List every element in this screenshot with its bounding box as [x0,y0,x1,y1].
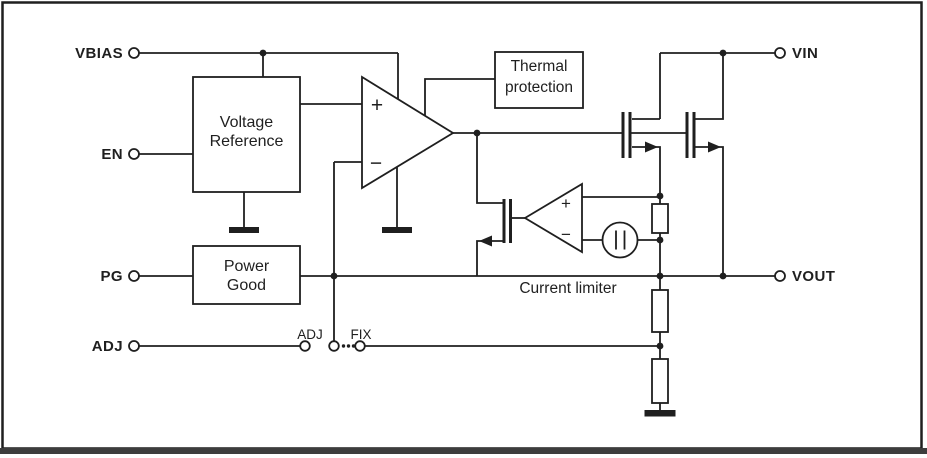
junction-gate-drive [473,129,481,137]
wire-pass-fet-drain [695,53,724,120]
voltage-reference-box [192,76,301,193]
junction-sense-bottom [656,236,664,244]
junction-pg-feedback [330,272,338,280]
adj-fix-selector: ADJ FIX [297,327,372,352]
pass-mosfet-icon [685,112,721,158]
pass-fet-source-arrow-icon [708,141,721,153]
current-limit-mosfet-icon [479,199,512,247]
en-pin-terminal [128,148,140,160]
current-limiter-caption: Current limiter [519,280,616,297]
wire-to-thermal-protection [424,78,495,116]
feedback-resistor-bottom [651,358,669,404]
feedback-resistor-top [651,289,669,333]
pg-pin-terminal [128,270,140,282]
power-good-box [192,245,301,305]
wire-pass-fet-source [695,146,724,276]
feedback-common-terminal [328,340,340,352]
vout-pin-label: VOUT [792,268,835,285]
figure-border [1,1,923,450]
junction-sense-top [656,192,664,200]
fix-option-label: FIX [350,327,371,342]
current-limit-amp-plus-sign: + [561,194,571,213]
vin-pin-terminal [774,47,786,59]
error-amp-plus-sign: + [371,94,383,117]
en-pin-label: EN [101,146,123,163]
current-source-circle [601,221,639,259]
pin-terminals [128,47,786,352]
vbias-pin-label: VBIAS [75,45,123,62]
selector-dot [351,344,356,348]
junction-vout-divider [656,272,664,280]
ground-icon-error-amp [382,227,412,233]
sense-mosfet-icon [621,112,658,158]
wire-sense-fet-source [632,146,661,196]
fix-option-terminal [354,340,366,352]
thermal-protection-box [494,51,584,109]
adj-pin-terminal [128,340,140,352]
selector-dot [341,344,346,348]
thermal-protection-label-line2: protection [505,79,573,96]
adj-pin-label: ADJ [92,338,123,355]
power-good-label-line2: Good [227,277,266,294]
current-limiter-section: + − Current limiter [479,182,639,297]
vbias-pin-terminal [128,47,140,59]
selector-dot [346,344,351,348]
pg-pin-label: PG [101,268,123,285]
junction-dots [259,49,727,350]
current-limit-amp-minus-sign: − [561,225,571,244]
error-amplifier: + − [361,75,455,190]
wires [139,52,775,411]
sense-fet-source-arrow-icon [645,141,658,153]
limit-fet-source-arrow-icon [479,235,492,247]
junction-vout-pass-fet [719,272,727,280]
voltage-reference-label-line1: Voltage [220,114,273,131]
wire-minus-input-feedback [333,161,362,341]
error-amplifier-triangle-icon [361,75,455,190]
current-limit-amp-triangle-icon [523,182,583,254]
thermal-protection-label-line1: Thermal [511,58,568,75]
power-good-block: Power Good [192,245,301,305]
current-source-bars [615,230,626,250]
current-sense-resistor [651,203,669,234]
wire-sense-fet-drain [632,53,661,120]
thermal-protection-block: Thermal protection [494,51,584,109]
voltage-reference-label-line2: Reference [210,133,284,150]
adj-option-label: ADJ [297,327,323,342]
vout-pin-terminal [774,270,786,282]
power-good-label-line1: Power [224,258,270,275]
figure-bottom-edge [0,448,927,454]
error-amp-minus-sign: − [370,152,382,175]
adj-option-terminal [299,340,311,352]
vin-pin-label: VIN [792,45,818,62]
ground-icon-divider [644,410,676,417]
wire-limit-fet-drain [476,133,504,204]
junction-vin [719,49,727,57]
current-source-icon [601,221,639,259]
ground-icon-reference [229,227,259,233]
junction-divider-tap [656,342,664,350]
pin-labels: VBIAS EN PG ADJ VIN VOUT [75,45,835,355]
junction-vbias [259,49,267,57]
wire-limit-fet-source [476,240,504,276]
voltage-reference-block: Voltage Reference [192,76,301,193]
